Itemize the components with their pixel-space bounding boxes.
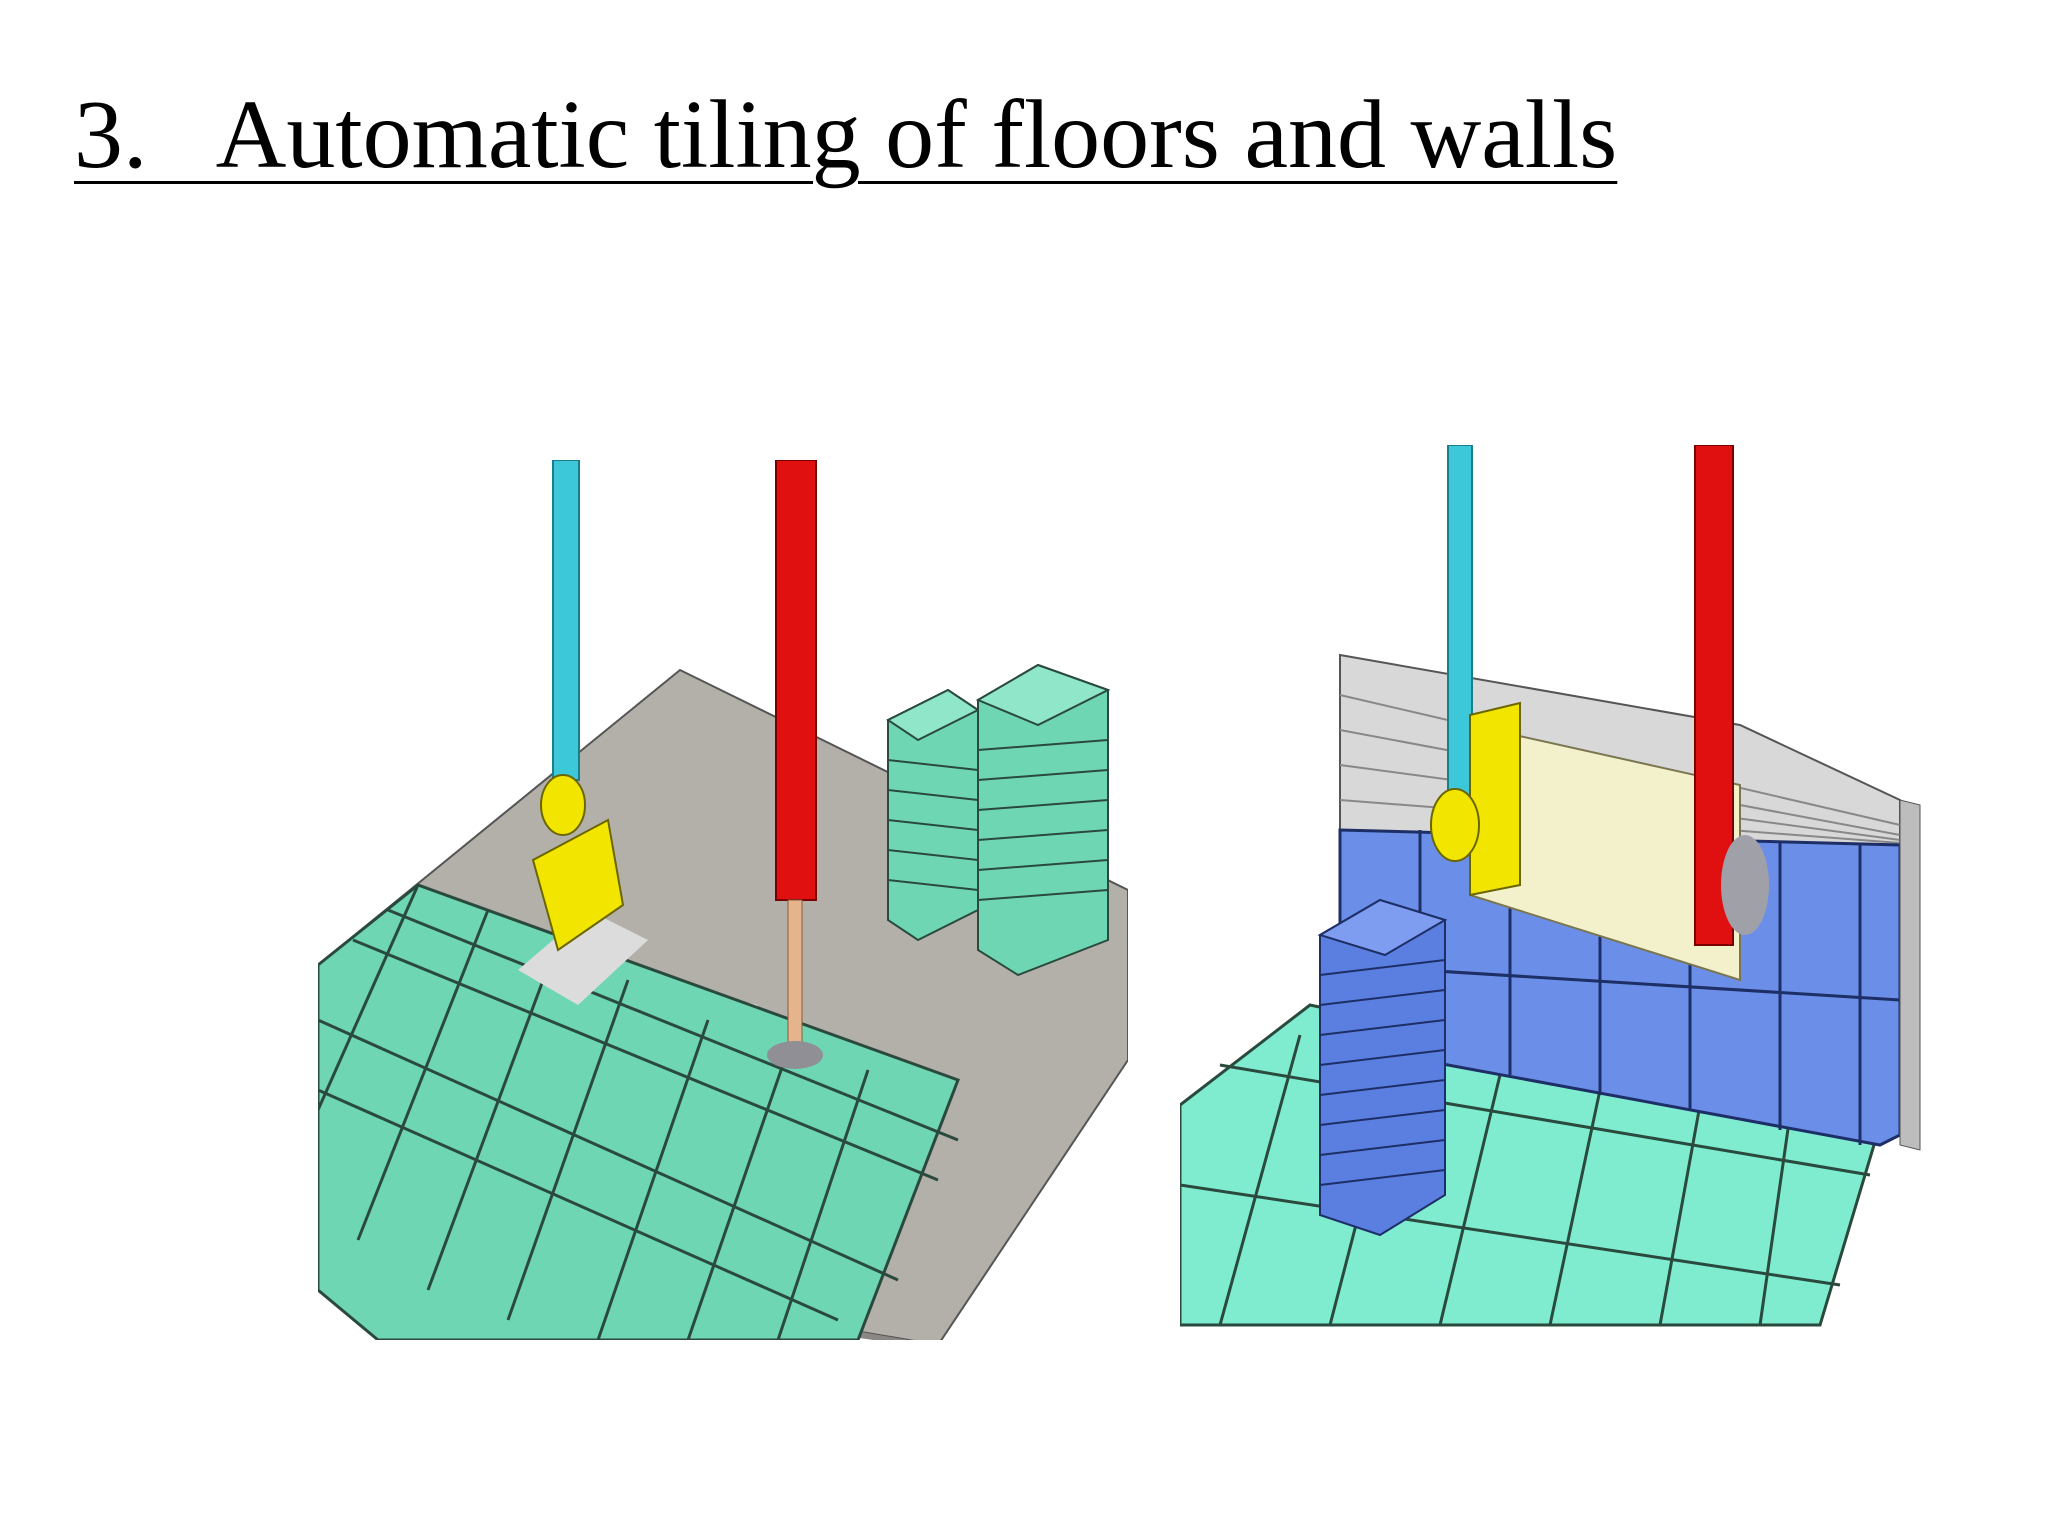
mortar-nozzle-tip	[767, 1041, 823, 1069]
floor-tiling-robot-illustration	[318, 460, 1128, 1340]
red-robot-arm	[775, 460, 817, 901]
cyan-robot-arm	[552, 460, 580, 781]
mortar-nozzle	[787, 899, 803, 1046]
tile-stack-1	[886, 688, 980, 942]
yellow-tile-gripper	[531, 774, 625, 952]
cyan-robot-arm	[1447, 445, 1473, 796]
blue-tile-stack	[1317, 898, 1448, 1237]
wall-right-edge	[1899, 799, 1921, 1151]
slide-title: 3. Automatic tiling of floors and walls	[74, 81, 1618, 189]
red-arm-suction-pad	[1721, 835, 1769, 935]
wall-tiling-robot-illustration	[1180, 445, 2048, 1345]
tile-stack-2	[975, 663, 1111, 977]
yellow-tile-gripper	[1430, 701, 1521, 897]
